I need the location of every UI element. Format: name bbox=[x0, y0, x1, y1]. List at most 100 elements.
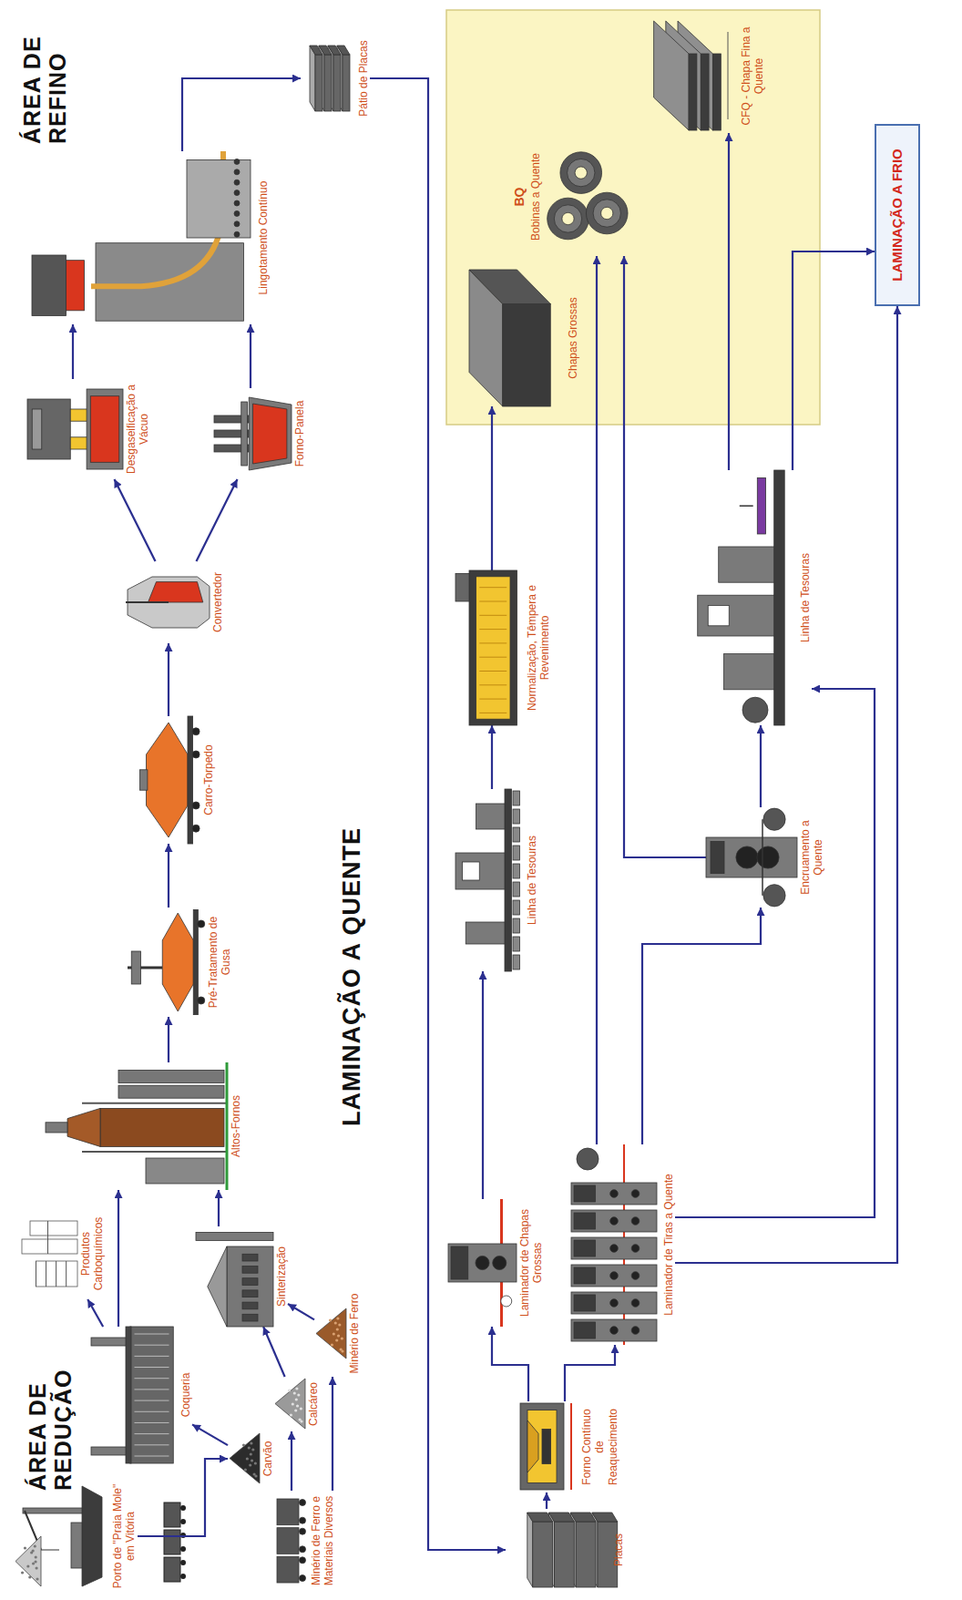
icon-part bbox=[592, 1512, 618, 1522]
icon-part bbox=[35, 1260, 37, 1287]
icon-part bbox=[289, 1413, 293, 1417]
icon-group bbox=[140, 716, 201, 844]
equipment-icon bbox=[273, 1379, 306, 1430]
icon-part bbox=[573, 1267, 596, 1284]
icon-part bbox=[242, 1313, 258, 1321]
icon-part bbox=[316, 1308, 347, 1359]
wheel bbox=[180, 1545, 186, 1552]
icon-part bbox=[248, 1463, 252, 1467]
icon-part bbox=[242, 1301, 258, 1310]
equipment-station: BQBobinas a Quente bbox=[510, 137, 629, 256]
equipment-station: Minério de Ferro bbox=[314, 1289, 361, 1377]
icon-part bbox=[295, 1398, 298, 1402]
icon-part bbox=[31, 1548, 35, 1552]
equipment-station: Linha de Tesouras bbox=[692, 470, 812, 726]
icon-part bbox=[736, 846, 758, 869]
icon-part bbox=[631, 1217, 640, 1226]
icon-part bbox=[134, 1333, 170, 1335]
icon-part bbox=[542, 1429, 552, 1464]
icon-part bbox=[298, 1418, 302, 1422]
flow-arrow bbox=[727, 133, 730, 471]
icon-part bbox=[336, 1316, 339, 1320]
icon-part bbox=[532, 1521, 553, 1587]
station-label: LAMINAÇÃO A FRIO bbox=[889, 148, 906, 282]
station-label: Sinterização bbox=[275, 1246, 288, 1307]
icon-part bbox=[724, 654, 775, 690]
equipment-station: Minério de Ferro e Materiais Diversos bbox=[273, 1490, 337, 1591]
wagon bbox=[163, 1556, 181, 1582]
equipment-icon bbox=[448, 1198, 517, 1327]
icon-group bbox=[571, 1144, 657, 1345]
icon-part bbox=[242, 1266, 258, 1274]
icon-group bbox=[706, 808, 798, 907]
icon-part bbox=[245, 1457, 249, 1461]
icon-part bbox=[134, 1377, 170, 1379]
icon-part bbox=[248, 397, 292, 471]
equipment-icon bbox=[542, 142, 629, 252]
icon-part bbox=[334, 1320, 338, 1324]
icon-part bbox=[504, 788, 512, 972]
station-label: Laminador de Chapas Grossas bbox=[518, 1198, 545, 1327]
icon-part bbox=[479, 601, 507, 603]
icon-part bbox=[299, 1545, 307, 1553]
station-label: Pré-Tratamento de Gusa bbox=[206, 907, 234, 1017]
icon-group bbox=[309, 45, 350, 112]
icon-part bbox=[654, 21, 690, 132]
icon-part bbox=[710, 840, 725, 873]
icon-part bbox=[249, 1453, 253, 1456]
icon-group bbox=[27, 388, 123, 470]
icon-part bbox=[33, 1544, 37, 1547]
station-label: Linha de Tesouras bbox=[798, 552, 812, 643]
equipment-icon bbox=[136, 716, 201, 844]
flow-arrow bbox=[331, 1376, 334, 1491]
icon-part bbox=[34, 1555, 38, 1558]
icon-part bbox=[610, 1217, 619, 1226]
icon-part bbox=[15, 1535, 41, 1587]
flow-arrow bbox=[491, 406, 493, 571]
icon-part bbox=[90, 396, 120, 463]
equipment-station: Forno Contínuo de Reaquecimento bbox=[505, 1401, 620, 1493]
icon-part bbox=[610, 1189, 619, 1198]
icon-part bbox=[65, 1260, 67, 1287]
icon-part bbox=[739, 504, 754, 507]
icon-part bbox=[295, 1387, 298, 1391]
station-label: Produtos Carboquímicos bbox=[79, 1207, 106, 1300]
station-label: Forno Contínuo de Reaquecimento bbox=[580, 1401, 620, 1493]
flow-arrow bbox=[167, 843, 170, 908]
flow-arrow bbox=[263, 1326, 286, 1377]
icon-part bbox=[707, 604, 729, 625]
icon-part bbox=[562, 212, 574, 225]
wheel bbox=[180, 1573, 186, 1579]
icon-part bbox=[299, 1575, 307, 1582]
icon-part bbox=[718, 546, 775, 583]
icon-group bbox=[276, 1499, 307, 1584]
icon-part bbox=[631, 1326, 640, 1335]
icon-part bbox=[254, 1462, 257, 1465]
icon-part bbox=[276, 1556, 299, 1584]
icon-part bbox=[67, 1107, 101, 1147]
equipment-station: Calcáreo bbox=[273, 1376, 320, 1432]
icon-part bbox=[162, 912, 194, 1012]
equipment-icon bbox=[214, 388, 292, 480]
icon-part bbox=[229, 1433, 260, 1484]
icon-part bbox=[512, 863, 521, 879]
station-label: CFQ - Chapa Fina a Quente bbox=[739, 19, 767, 134]
equipment-icon bbox=[300, 41, 356, 115]
station-label: BQ bbox=[511, 187, 528, 207]
icon-part bbox=[134, 1355, 170, 1357]
station-label: Minério de Ferro bbox=[347, 1292, 361, 1373]
icon-part bbox=[249, 1442, 253, 1445]
icon-part bbox=[187, 716, 194, 844]
flow-arrow bbox=[369, 78, 506, 1550]
flow-arrow bbox=[792, 251, 875, 471]
icon-group bbox=[275, 1379, 306, 1430]
icon-part bbox=[131, 951, 141, 984]
station-label: Minério de Ferro e Materiais Diversos bbox=[309, 1490, 337, 1591]
icon-part bbox=[247, 1446, 251, 1450]
icon-part bbox=[134, 1422, 170, 1423]
icon-part bbox=[294, 1409, 297, 1413]
flow-arrow bbox=[217, 1189, 220, 1227]
icon-group bbox=[127, 909, 205, 1014]
icon-part bbox=[576, 1147, 599, 1170]
icon-part bbox=[610, 1244, 619, 1253]
